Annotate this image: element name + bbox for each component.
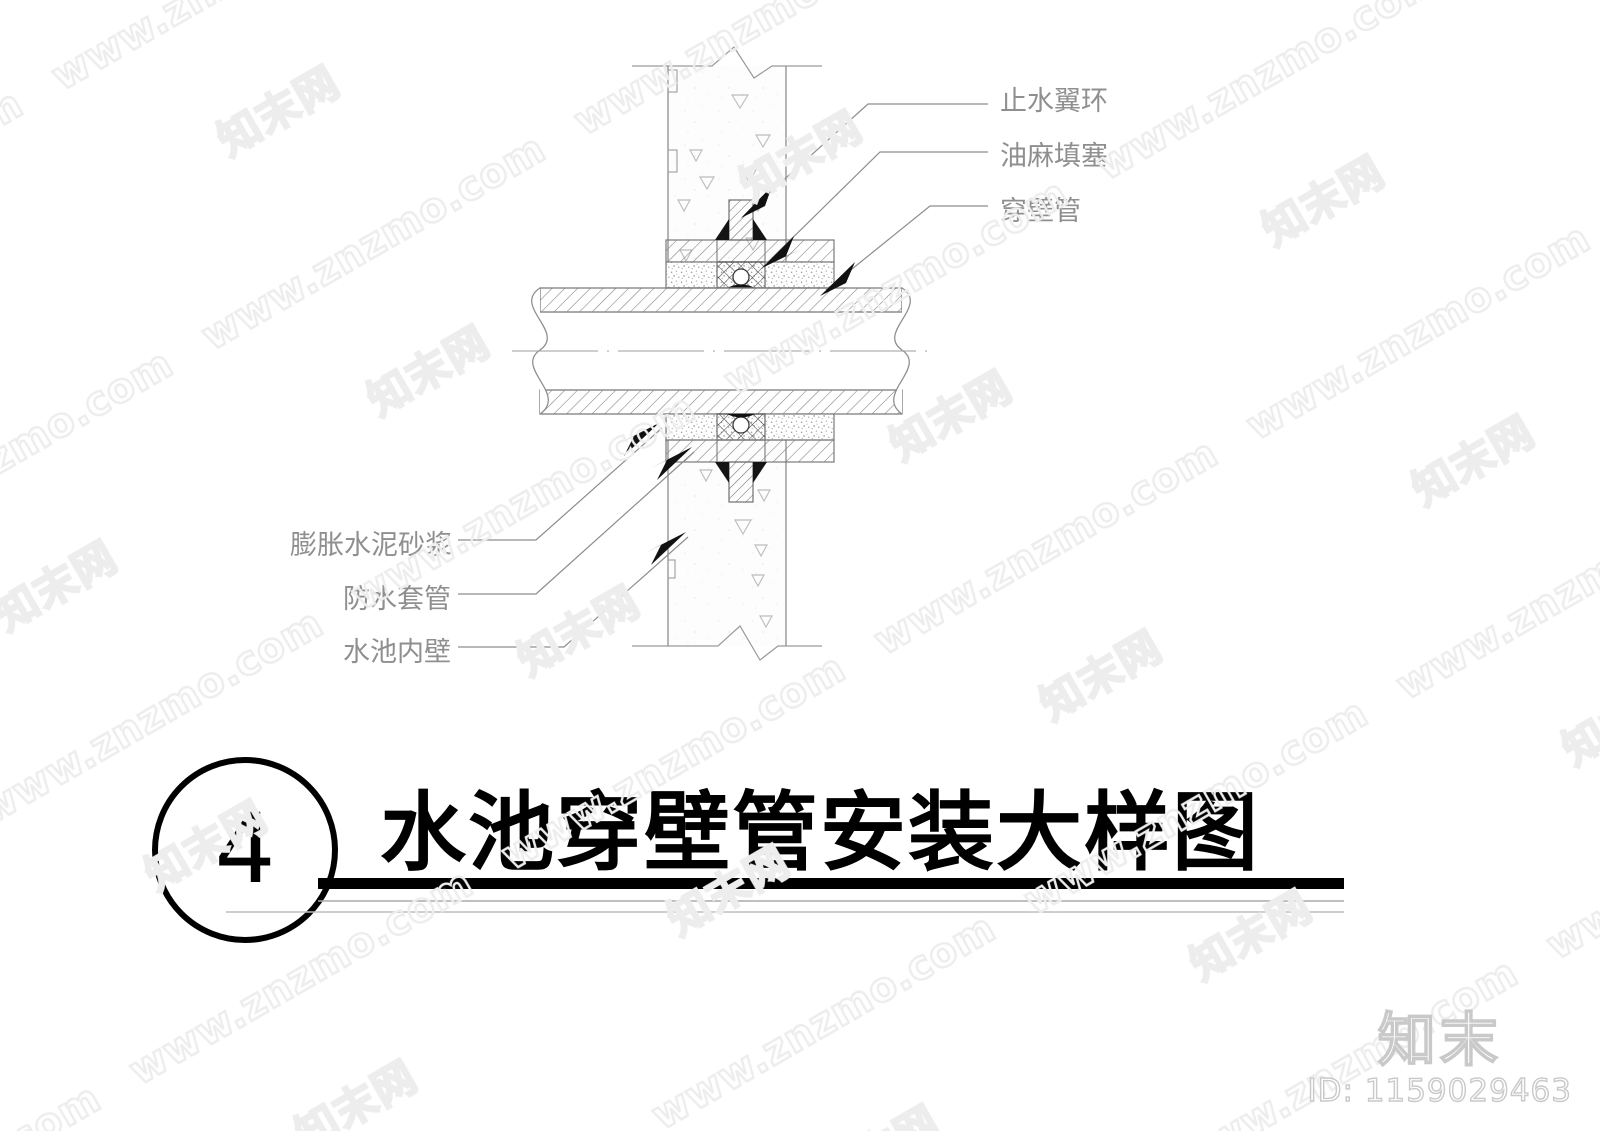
waterproof-sleeve-collar-top [665,239,835,289]
arrowhead-expansive-cement-mortar [618,423,659,456]
detail-number: 4 [214,793,275,905]
leader-pool-inner-wall [458,536,689,648]
title-underline-thick [318,878,1344,889]
leader-waterproof-sleeve [458,451,695,595]
title-block: 4 水池穿壁管安装大样图 [152,757,1344,943]
label-oil-hemp-caulking: 油麻填塞 [1000,141,1108,172]
label-expansive-cement-mortar: 膨胀水泥砂浆 [290,530,452,561]
wall-through-pipe [512,287,932,415]
label-stop-water-wing-ring: 止水翼环 [1000,86,1108,117]
page-title: 水池穿壁管安装大样图 [380,783,1260,883]
label-wall-through-pipe: 穿壁管 [1000,196,1081,227]
leader-wall-through-pipe [825,205,988,291]
label-waterproof-sleeve: 防水套管 [343,584,451,615]
label-pool-inner-wall: 水池内壁 [343,637,451,668]
